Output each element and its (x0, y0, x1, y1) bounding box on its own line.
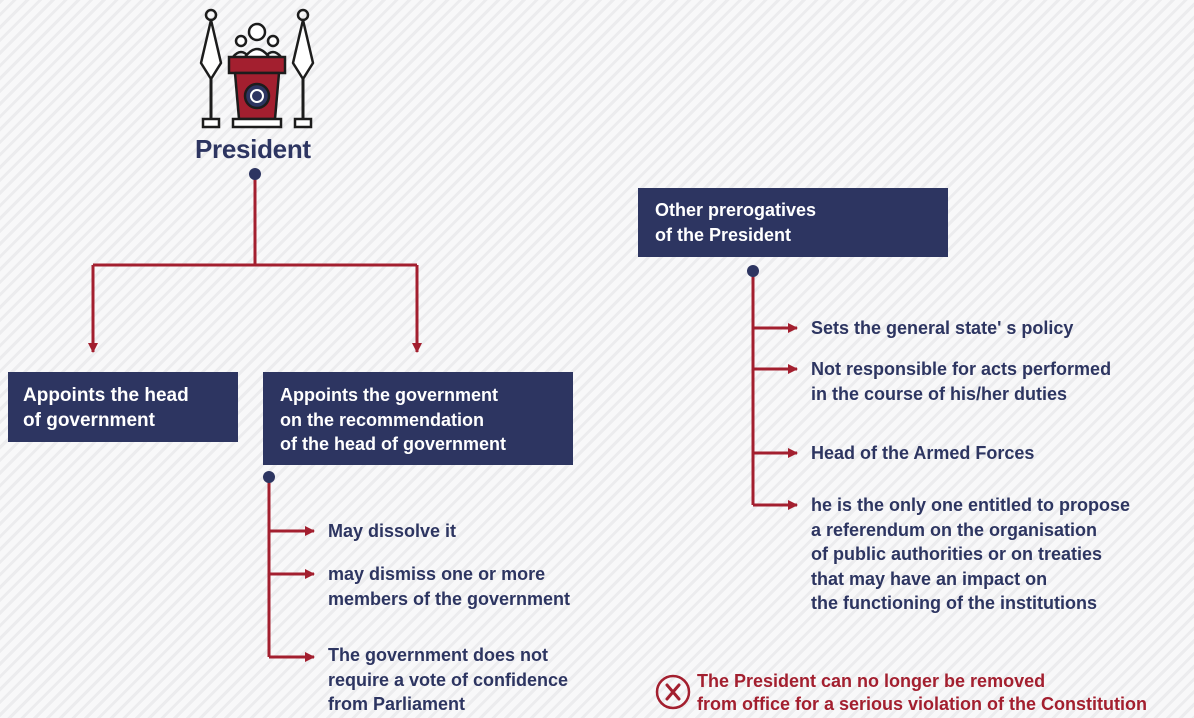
podium-with-flags-icon (199, 8, 315, 129)
list-item-dismiss: may dismiss one or more members of the g… (328, 564, 571, 609)
appoints-head-of-government-box: Appoints the head of government (8, 372, 238, 442)
president-title: President (195, 134, 311, 164)
president-connector (88, 174, 422, 353)
list-item-not-responsible: Not responsible for acts performed in th… (811, 359, 1112, 404)
other-prerogatives-box: Other prerogatives of the President (638, 188, 948, 257)
removal-note: The President can no longer be removed f… (697, 671, 1148, 714)
cross-circle-icon (655, 674, 691, 710)
list-item-state-policy: Sets the general state' s policy (811, 318, 1074, 338)
list-item-dissolve: May dissolve it (328, 521, 457, 541)
president-dot (249, 168, 261, 180)
appoints-government-box: Appoints the government on the recommend… (263, 372, 573, 465)
list-item-armed-forces: Head of the Armed Forces (811, 443, 1035, 463)
prerogatives-dot (747, 265, 759, 277)
list-item-referendum: he is the only one entitled to propose a… (811, 495, 1131, 613)
list-item-vote-of-confidence: The government does not require a vote o… (328, 645, 569, 714)
government-dot (263, 471, 275, 483)
government-connector (267, 477, 315, 662)
prerogatives-connector (751, 271, 798, 510)
